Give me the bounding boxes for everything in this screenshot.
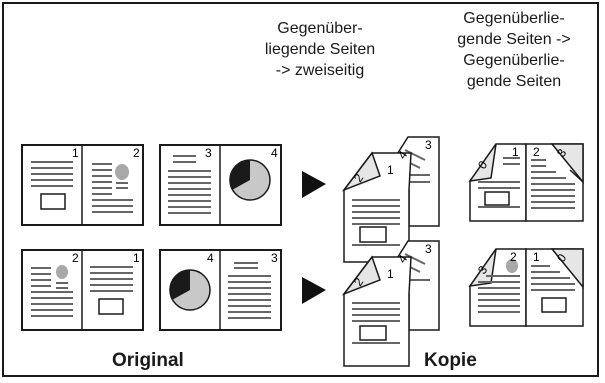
header-line: Gegenüber- bbox=[277, 20, 363, 37]
arrow-right-icon bbox=[302, 277, 326, 304]
header-facing-to-facing: Gegenüberlie- gende Seiten -> Gegenüberl… bbox=[428, 8, 600, 92]
open-book-icon bbox=[159, 249, 282, 331]
diagram-frame bbox=[2, 2, 599, 377]
page-number: 2 bbox=[72, 251, 79, 265]
original-label: Original bbox=[112, 350, 184, 371]
page-number: 1 bbox=[512, 145, 519, 159]
facing-sheet-icon bbox=[468, 248, 584, 327]
header-line: -> zweiseitig bbox=[275, 62, 365, 79]
copy-label: Kopie bbox=[424, 350, 477, 371]
page-number: 4 bbox=[207, 251, 214, 265]
header-line: gende Seiten bbox=[466, 73, 562, 90]
page-number: 1 bbox=[72, 146, 79, 160]
arrow-right-icon bbox=[302, 171, 326, 198]
page-number: 1 bbox=[387, 267, 394, 281]
open-book-icon bbox=[21, 249, 144, 331]
page-number: 1 bbox=[533, 250, 540, 264]
header-line: Gegenüberlie- bbox=[463, 10, 565, 27]
page-number: 2 bbox=[510, 250, 517, 264]
page-number: 3 bbox=[271, 251, 278, 265]
page-number: 3 bbox=[425, 242, 432, 256]
page-number: 2 bbox=[133, 146, 140, 160]
duplex-sheet-icon bbox=[341, 240, 440, 367]
facing-sheet-icon bbox=[468, 143, 584, 222]
header-line: gende Seiten -> bbox=[457, 31, 571, 48]
header-line: Gegenüberlie- bbox=[463, 52, 565, 69]
header-line: liegende Seiten bbox=[264, 41, 376, 58]
page-number: 4 bbox=[271, 146, 278, 160]
header-facing-to-duplex: Gegenüber- liegende Seiten -> zweiseitig bbox=[230, 18, 410, 81]
page-number: 2 bbox=[533, 145, 540, 159]
page-number: 3 bbox=[205, 146, 212, 160]
duplex-sheet-icon bbox=[341, 136, 440, 263]
page-number: 3 bbox=[425, 138, 432, 152]
page-number: 1 bbox=[133, 251, 140, 265]
open-book-icon bbox=[159, 144, 282, 226]
open-book-icon bbox=[21, 144, 144, 226]
page-number: 1 bbox=[387, 163, 394, 177]
